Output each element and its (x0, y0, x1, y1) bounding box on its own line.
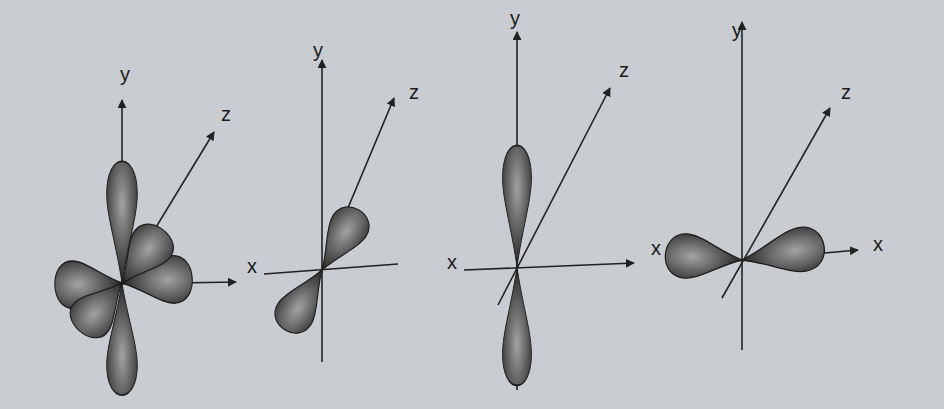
orbital-lobes (664, 224, 828, 282)
axis-label: z (221, 104, 231, 124)
lobe (305, 200, 375, 280)
orbital-panel (264, 60, 398, 362)
lobe (268, 260, 338, 340)
x-axis (264, 264, 398, 274)
orbital-lobes (268, 200, 376, 340)
axis-label: y (120, 64, 130, 84)
y-axis (321, 60, 323, 362)
axis-label: y (510, 8, 520, 28)
axis-label: x (651, 238, 661, 258)
lobe (503, 145, 532, 267)
lobe (63, 268, 139, 345)
lobe (664, 233, 744, 282)
axis-label: z (619, 60, 629, 80)
z-axis (498, 88, 610, 305)
orbital-panel (464, 32, 634, 390)
z-axis (722, 108, 830, 298)
axis-label: y (732, 20, 742, 40)
lobe (738, 224, 828, 282)
orbital-lobes (54, 161, 194, 395)
axis-label: y (313, 40, 323, 60)
x-axis (464, 263, 634, 270)
y-axis (741, 22, 743, 350)
lobe (105, 216, 181, 296)
axis-label: z (841, 82, 851, 102)
lobe (503, 267, 532, 385)
axis-label: x (247, 256, 257, 276)
axis-label: x (873, 234, 883, 254)
axis-label: x (447, 252, 457, 272)
orbital-panel (668, 22, 858, 350)
axis-label: z (409, 82, 419, 102)
orbital-lobes (503, 145, 532, 385)
